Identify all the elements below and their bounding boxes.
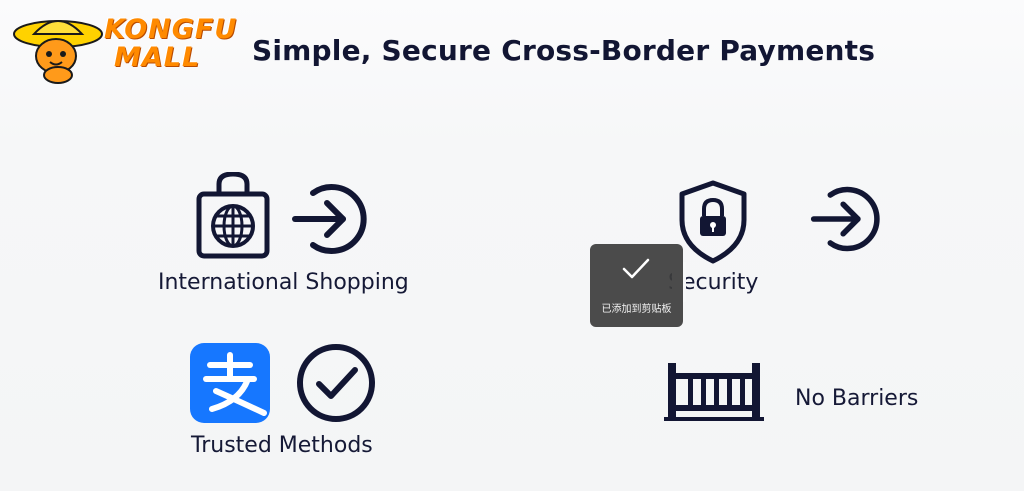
feature-international-shopping: International Shopping bbox=[158, 270, 409, 295]
kongfu-mall-logo: KONGFU MALL bbox=[12, 12, 240, 84]
arrow-in-circle-icon-2 bbox=[810, 186, 880, 252]
alipay-icon bbox=[190, 343, 270, 423]
check-icon bbox=[622, 258, 650, 279]
globe-shopping-bag-icon bbox=[196, 172, 270, 259]
feature-no-barriers: No Barriers bbox=[795, 386, 919, 411]
logo-line-2: MALL bbox=[114, 42, 201, 73]
logo-line-1: KONGFU bbox=[104, 14, 238, 45]
arrow-in-circle-icon bbox=[292, 184, 367, 254]
logo-wordmark: KONGFU MALL bbox=[104, 16, 237, 72]
lock-shield-icon bbox=[679, 180, 747, 264]
feature-trusted-methods: Trusted Methods bbox=[191, 433, 373, 458]
check-circle-icon bbox=[297, 344, 375, 422]
kongfu-mascot-icon bbox=[13, 20, 103, 84]
page-title: Simple, Secure Cross-Border Payments bbox=[252, 34, 876, 67]
copied-toast: 已添加到剪贴板 bbox=[590, 244, 683, 327]
fence-icon bbox=[664, 363, 764, 421]
toast-message: 已添加到剪贴板 bbox=[601, 304, 672, 315]
